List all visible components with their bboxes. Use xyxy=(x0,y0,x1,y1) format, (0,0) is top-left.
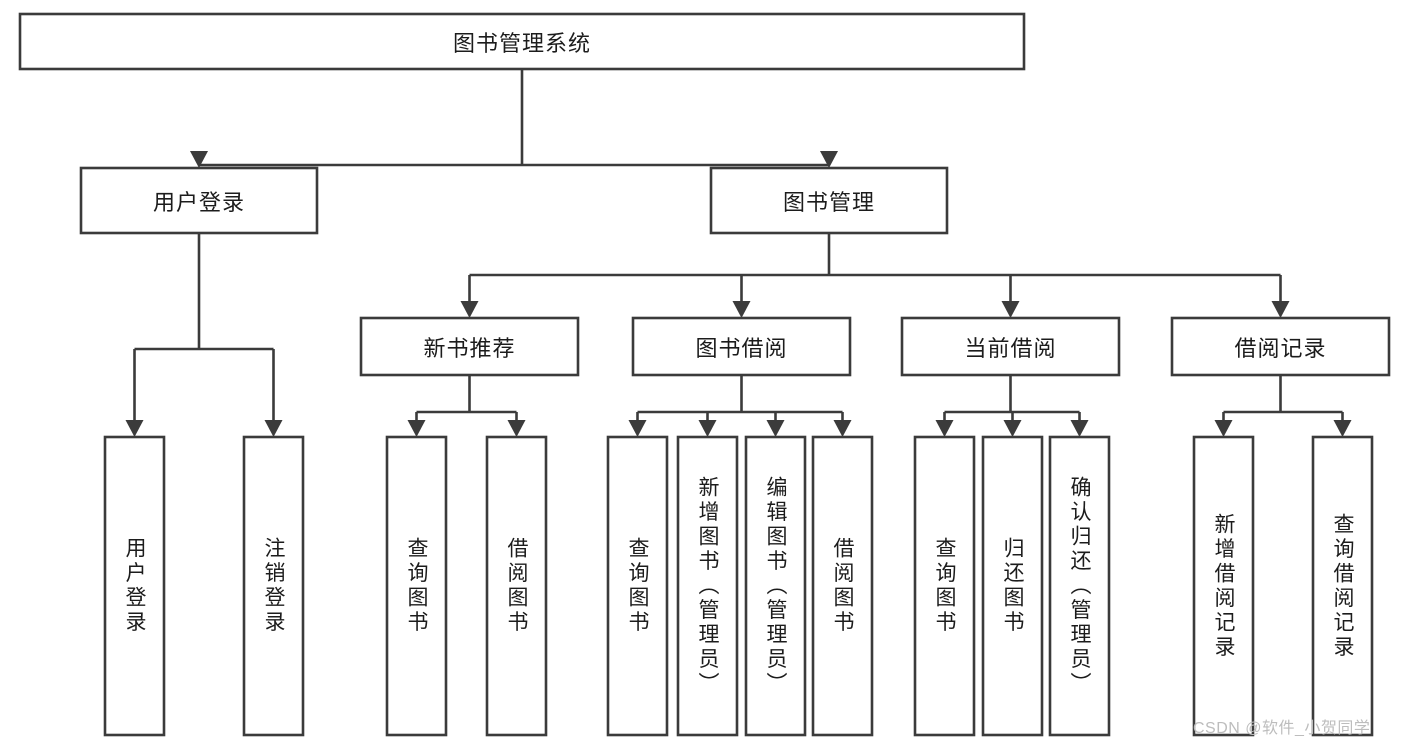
node-box-leaf-query-book-1 xyxy=(385,435,448,737)
arrow-head-leaf-query-record xyxy=(1333,420,1352,437)
node-box-leaf-borrow-book-1 xyxy=(485,435,548,737)
node-box-leaf-user-login xyxy=(103,435,166,737)
node-box-leaf-query-book-2 xyxy=(606,435,669,737)
arrow-head-leaf-confirm-return xyxy=(1070,420,1089,437)
arrow-head-leaf-query-book-2 xyxy=(628,420,647,437)
node-box-new-book-rec xyxy=(359,316,580,377)
node-box-leaf-borrow-book-2 xyxy=(811,435,874,737)
node-box-leaf-add-record xyxy=(1192,435,1255,737)
arrow-head-leaf-edit-book xyxy=(766,420,785,437)
arrow-head-leaf-user-logout xyxy=(264,420,283,437)
node-box-leaf-user-logout xyxy=(242,435,305,737)
node-box-book-borrow xyxy=(631,316,852,377)
arrow-head-leaf-return-book xyxy=(1003,420,1022,437)
node-boxes xyxy=(18,12,1391,737)
node-box-root xyxy=(18,12,1026,71)
arrow-head-leaf-query-book-3 xyxy=(935,420,954,437)
watermark-text: CSDN @软件_小贺同学 xyxy=(1193,720,1371,737)
arrow-head-leaf-borrow-book-2 xyxy=(833,420,852,437)
node-box-current-borrow xyxy=(900,316,1121,377)
arrow-head-user-login xyxy=(190,151,208,168)
connector-edges xyxy=(125,69,1352,437)
arrow-head-leaf-user-login xyxy=(125,420,144,437)
node-box-leaf-query-record xyxy=(1311,435,1374,737)
arrow-head-borrow-record xyxy=(1271,301,1290,318)
node-box-leaf-edit-book xyxy=(744,435,807,737)
arrow-head-new-book-rec xyxy=(460,301,479,318)
node-box-book-manage xyxy=(709,166,949,235)
arrow-head-leaf-add-record xyxy=(1214,420,1233,437)
node-box-leaf-confirm-return xyxy=(1048,435,1111,737)
arrow-head-leaf-add-book xyxy=(698,420,717,437)
node-box-user-login xyxy=(79,166,319,235)
node-box-leaf-return-book xyxy=(981,435,1044,737)
arrow-head-leaf-borrow-book-1 xyxy=(507,420,526,437)
arrow-head-current-borrow xyxy=(1001,301,1020,318)
node-box-borrow-record xyxy=(1170,316,1391,377)
arrow-head-leaf-query-book-1 xyxy=(407,420,426,437)
node-box-leaf-add-book xyxy=(676,435,739,737)
node-box-leaf-query-book-3 xyxy=(913,435,976,737)
arrow-head-book-borrow xyxy=(732,301,751,318)
arrow-head-book-manage xyxy=(820,151,838,168)
